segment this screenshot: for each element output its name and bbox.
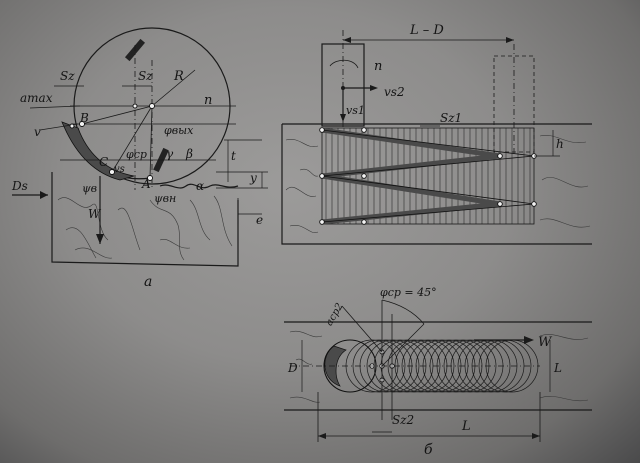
chip-shape bbox=[61, 121, 135, 181]
radius-to-A bbox=[149, 105, 153, 179]
label-l-small: L bbox=[553, 361, 562, 375]
path-point bbox=[319, 127, 325, 133]
label-sz-top: Sz bbox=[60, 69, 75, 83]
phi-arc bbox=[381, 299, 425, 325]
dim-arrow bbox=[318, 433, 326, 439]
label-d: D bbox=[287, 361, 298, 375]
label-l-minus-d: L – D bbox=[409, 23, 444, 38]
label-y: y bbox=[249, 171, 257, 185]
caption-b: б bbox=[424, 442, 433, 458]
label-vs1: vs1 bbox=[346, 104, 365, 117]
phi-line bbox=[381, 323, 425, 367]
dim-arrow bbox=[506, 37, 514, 43]
point-B bbox=[79, 121, 85, 127]
path-point bbox=[497, 201, 503, 207]
label-amax: amax bbox=[20, 91, 53, 105]
radius-line bbox=[151, 69, 196, 107]
chip-c bbox=[324, 345, 347, 387]
label-v: v bbox=[34, 125, 41, 139]
label-vs: vs bbox=[114, 164, 125, 175]
path-point bbox=[361, 219, 367, 225]
label-gamma: γ bbox=[166, 147, 174, 161]
label-alpha: α bbox=[196, 179, 204, 193]
cutter-center-prev bbox=[132, 103, 138, 109]
label-C: C bbox=[99, 155, 108, 169]
point-A bbox=[147, 175, 153, 181]
diagram-c: aср2 φср = 45° W D L Sz2 L б bbox=[284, 286, 592, 458]
point-v bbox=[69, 123, 75, 129]
label-psi-in-left: ψв bbox=[82, 182, 97, 195]
workpiece-b-outline bbox=[281, 123, 592, 245]
label-l: L bbox=[461, 419, 471, 434]
cut-zone-hatch bbox=[325, 128, 531, 224]
cutter-center bbox=[149, 103, 155, 109]
rotation-arrow bbox=[329, 59, 359, 69]
label-beta: β bbox=[185, 147, 193, 161]
dim-arrow bbox=[343, 37, 351, 43]
zigzag-path bbox=[321, 127, 501, 225]
cutter-circle-pass bbox=[352, 339, 406, 393]
label-t: t bbox=[231, 149, 236, 163]
cutter-circle-pass bbox=[387, 339, 441, 393]
label-R: R bbox=[173, 69, 184, 84]
label-n: n bbox=[204, 93, 212, 108]
cutter-circle-pass bbox=[401, 339, 455, 393]
path-point bbox=[361, 127, 367, 133]
label-w-c: W bbox=[538, 335, 553, 350]
path-point bbox=[319, 173, 325, 179]
dim-arrow bbox=[532, 433, 540, 439]
path-point bbox=[361, 173, 367, 179]
label-phi-avg: φср bbox=[126, 148, 147, 161]
path-point bbox=[319, 219, 325, 225]
radius-to-C bbox=[111, 105, 153, 173]
diagram-a: Sz Sz amax R n v B φвых φср C vs γ β A α… bbox=[11, 27, 268, 290]
path-point bbox=[497, 153, 503, 159]
label-Ds: Ds bbox=[11, 179, 28, 193]
label-n-b: n bbox=[374, 59, 382, 74]
first-cutter-circle bbox=[323, 339, 377, 393]
vs2-arrow-head bbox=[370, 85, 378, 91]
vs1-arrow-head bbox=[340, 114, 346, 122]
label-psi-in: ψвн bbox=[154, 192, 176, 205]
caption-a: а bbox=[144, 274, 152, 290]
ds-arrow-head bbox=[40, 191, 48, 199]
a-cp2-leader bbox=[341, 305, 383, 353]
wood-grain-b bbox=[285, 134, 591, 234]
label-phi-cp: φср = 45° bbox=[380, 286, 437, 299]
amax-line bbox=[29, 105, 81, 109]
w-arrow-c-head bbox=[524, 336, 534, 344]
workpiece-outline bbox=[51, 172, 239, 267]
machined-surface bbox=[159, 183, 239, 189]
label-sz1: Sz1 bbox=[440, 111, 462, 125]
label-B: B bbox=[79, 111, 89, 125]
label-A: A bbox=[141, 177, 151, 191]
feed-origin bbox=[341, 86, 345, 90]
point-C bbox=[109, 169, 115, 175]
label-W: W bbox=[88, 207, 102, 221]
cutter-circle-pass bbox=[366, 339, 420, 393]
label-a-cp2: aср2 bbox=[324, 301, 346, 328]
radius-to-B bbox=[81, 105, 153, 125]
label-h: h bbox=[556, 137, 564, 151]
label-phi-out: φвых bbox=[164, 124, 194, 137]
label-sz-mid: Sz bbox=[138, 69, 153, 83]
label-e: e bbox=[256, 213, 263, 227]
cutter-circle-pass bbox=[443, 339, 497, 393]
wood-grain bbox=[57, 195, 233, 261]
workpiece-c-outline bbox=[284, 321, 592, 411]
w-arrow-head bbox=[96, 234, 104, 244]
label-vs2: vs2 bbox=[384, 85, 405, 99]
diagram-b: L – D n vs2 vs1 Sz1 h bbox=[281, 23, 592, 245]
path-point bbox=[531, 201, 537, 207]
label-sz2: Sz2 bbox=[392, 413, 414, 427]
